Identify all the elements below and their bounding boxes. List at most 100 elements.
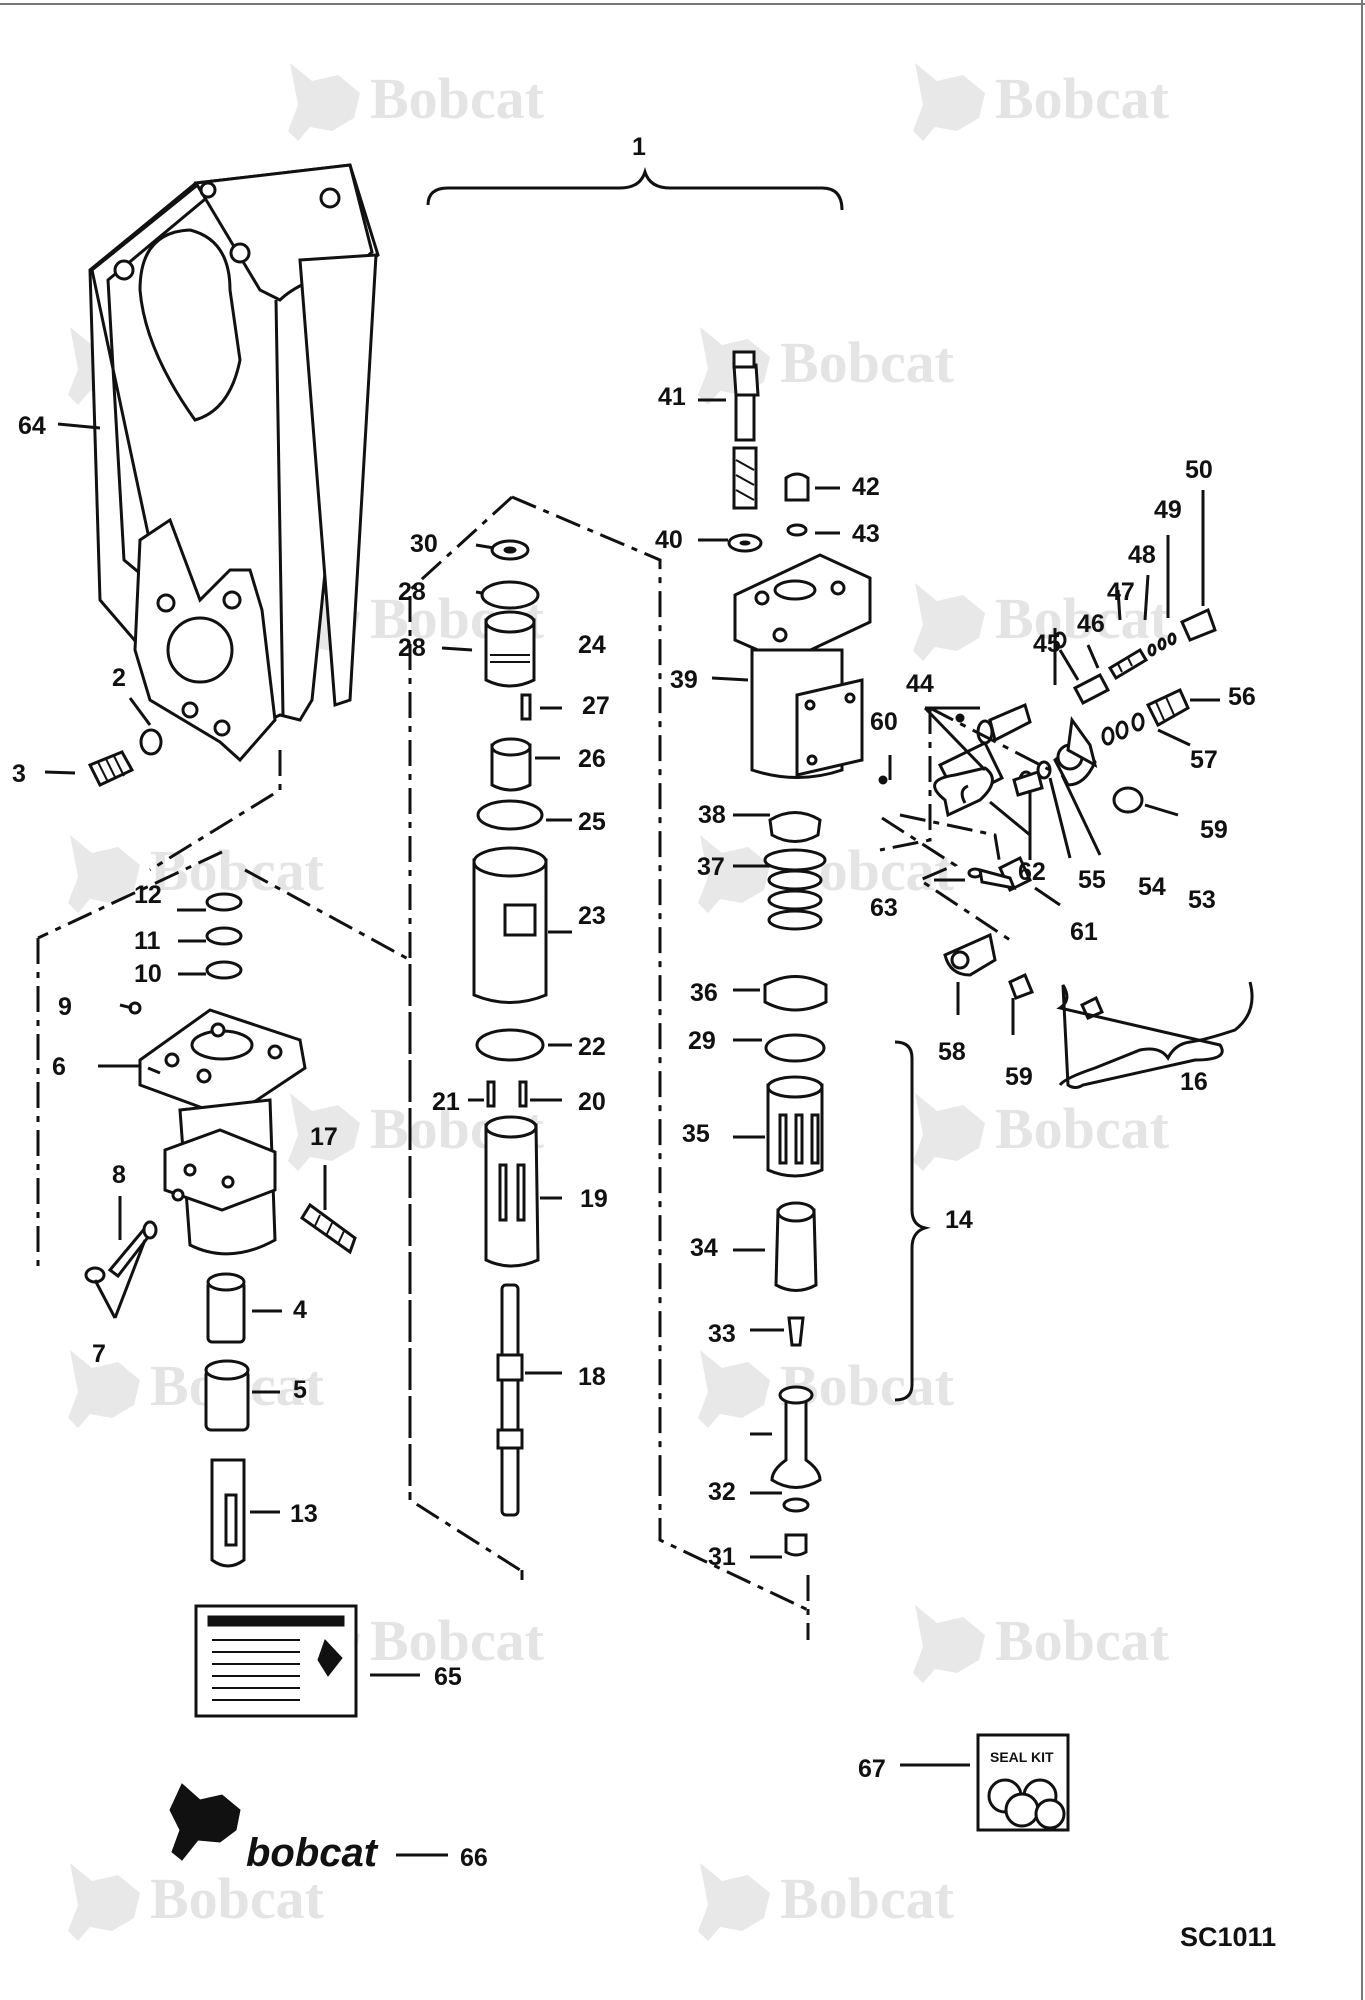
dash-center-bottom <box>658 1470 809 1612</box>
callout-55: 55 <box>1078 866 1106 894</box>
callout-16: 16 <box>1180 1068 1208 1096</box>
callout-12: 12 <box>134 881 162 909</box>
dash-valve-4 <box>929 706 1051 772</box>
callout-57: 57 <box>1190 746 1218 774</box>
callout-13: 13 <box>290 1500 318 1528</box>
callout-63: 63 <box>870 894 898 922</box>
dash-valve-2 <box>881 816 1011 942</box>
callout-61: 61 <box>1070 918 1098 946</box>
watermark-bobcat-head-icon <box>698 835 770 913</box>
watermark-bobcat-head-icon <box>288 63 360 141</box>
callout-36: 36 <box>690 979 718 1007</box>
callout-27: 27 <box>582 692 610 720</box>
brace-14 <box>894 1040 931 1402</box>
callout-34: 34 <box>690 1234 718 1262</box>
callout-30: 30 <box>410 530 438 558</box>
callout-40: 40 <box>655 526 683 554</box>
callout-29: 29 <box>688 1027 716 1055</box>
callout-23: 23 <box>578 902 606 930</box>
watermark-text: Bobcat <box>995 1096 1170 1161</box>
callout-66: 66 <box>460 1844 488 1872</box>
dash-frame-down <box>149 750 282 872</box>
callout-65: 65 <box>434 1663 462 1691</box>
center-column-parts <box>472 539 548 1517</box>
watermark-text: Bobcat <box>370 66 545 131</box>
callout-4: 4 <box>293 1296 307 1324</box>
watermark-bobcat-head-icon <box>698 1863 770 1941</box>
callout-1: 1 <box>632 133 646 161</box>
callout-25: 25 <box>578 808 606 836</box>
seal-kit-label: SEAL KIT <box>990 1749 1054 1765</box>
callout-17: 17 <box>310 1123 338 1151</box>
watermark-bobcat-head-icon <box>913 1605 985 1683</box>
right-column-parts <box>727 350 872 1557</box>
callout-22: 22 <box>578 1033 606 1061</box>
callout-47: 47 <box>1107 578 1135 606</box>
callout-18: 18 <box>578 1363 606 1391</box>
callout-64: 64 <box>18 412 46 440</box>
watermark-text: Bobcat <box>995 1608 1170 1673</box>
callout-67: 67 <box>858 1755 886 1783</box>
callout-8: 8 <box>112 1161 126 1189</box>
bolt-3 <box>87 750 135 787</box>
drawing-code: SC1011 <box>1180 1922 1276 1952</box>
callout-26: 26 <box>578 745 606 773</box>
watermark-text: Bobcat <box>150 1866 325 1931</box>
dash-left-top <box>37 850 223 940</box>
callout-32: 32 <box>708 1478 736 1506</box>
watermark-bobcat-head-icon <box>913 63 985 141</box>
callout-10: 10 <box>134 960 162 988</box>
callout-35: 35 <box>682 1120 710 1148</box>
callout-21: 21 <box>432 1088 460 1116</box>
callout-24: 24 <box>578 631 606 659</box>
watermark-text: Bobcat <box>995 586 1170 651</box>
watermark-text: Bobcat <box>150 838 325 903</box>
callout-53: 53 <box>1188 886 1216 914</box>
dash-left-right <box>244 868 412 1500</box>
watermark-bobcat-head-icon <box>288 1093 360 1171</box>
callout-14: 14 <box>945 1206 973 1234</box>
mounting-frame <box>88 163 380 763</box>
callout-58: 58 <box>938 1038 966 1066</box>
callout-20: 20 <box>578 1088 606 1116</box>
callout-38: 38 <box>698 801 726 829</box>
callout-59: 59 <box>1005 1063 1033 1091</box>
bobcat-logo-decal: bobcat <box>169 1783 379 1875</box>
callout-31: 31 <box>708 1543 736 1571</box>
dash-valve-3 <box>879 708 932 852</box>
callout-2: 2 <box>112 664 126 692</box>
valve-assembly-parts <box>878 607 1217 1020</box>
callout-11: 11 <box>134 927 161 955</box>
callout-41: 41 <box>658 383 686 411</box>
watermark-bobcat-head-icon <box>68 1350 140 1428</box>
watermark-text: Bobcat <box>370 1608 545 1673</box>
watermark-bobcat-head-icon <box>698 1350 770 1428</box>
callout-43: 43 <box>852 520 880 548</box>
dash-center-right <box>511 495 662 1470</box>
watermark-text: Bobcat <box>780 330 955 395</box>
callout-60: 60 <box>870 708 898 736</box>
callout-62: 62 <box>1018 858 1046 886</box>
dash-center-left <box>408 495 521 1572</box>
watermark-bobcat-head-icon <box>913 1093 985 1171</box>
brace-16 <box>1058 981 1254 1086</box>
callout-50: 50 <box>1185 456 1213 484</box>
callout-45: 45 <box>1033 630 1061 658</box>
watermark-bobcat-head-icon <box>913 583 985 661</box>
callout-37: 37 <box>697 853 725 881</box>
callout-48: 48 <box>1128 541 1156 569</box>
watermark-bobcat-head-icon <box>68 835 140 913</box>
callout-46: 46 <box>1077 610 1105 638</box>
callout-39: 39 <box>670 666 698 694</box>
callout-42: 42 <box>852 473 880 501</box>
leader-lines <box>44 398 1220 1857</box>
watermark-text: Bobcat <box>780 1353 955 1418</box>
callout-6: 6 <box>52 1053 66 1081</box>
bushing-4-5-pin-13 <box>204 1272 250 1568</box>
washer-2 <box>139 728 163 756</box>
callout-28: 28 <box>398 634 426 662</box>
callout-54: 54 <box>1138 873 1166 901</box>
logo-wordmark: bobcat <box>246 1831 379 1875</box>
watermark-text: Bobcat <box>995 66 1170 131</box>
